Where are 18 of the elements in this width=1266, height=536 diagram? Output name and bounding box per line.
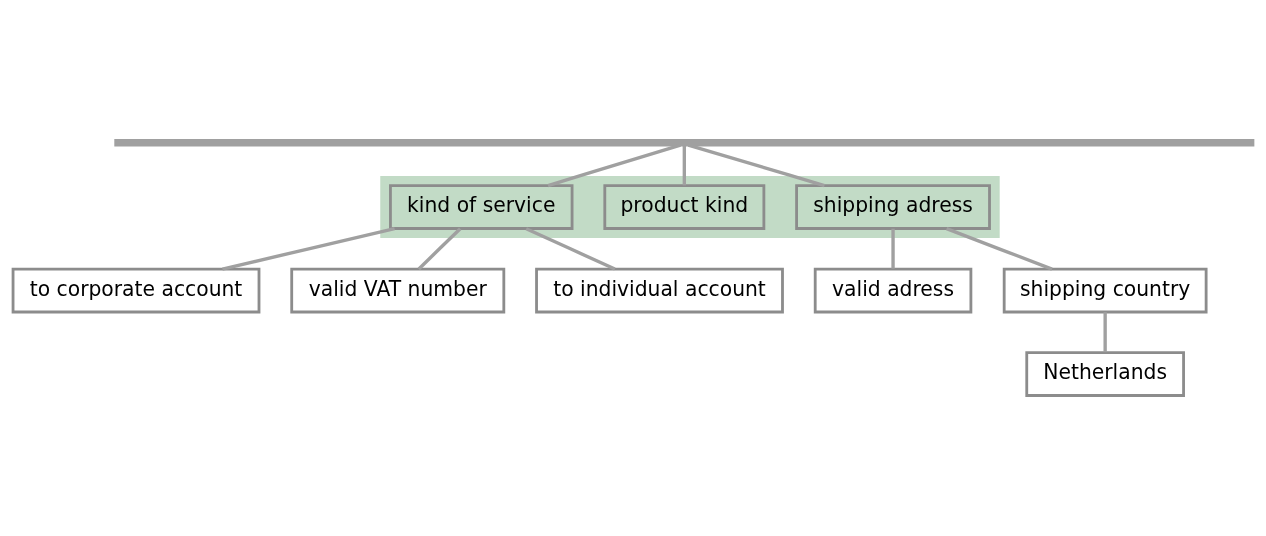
node-box: product kind	[603, 184, 766, 230]
connector	[417, 227, 462, 271]
node-box: to corporate account	[11, 267, 261, 314]
node-box: shipping adress	[795, 184, 991, 230]
cluster	[380, 176, 1000, 239]
node-box: valid VAT number	[290, 267, 506, 314]
node-box: shipping country	[1002, 267, 1208, 314]
node-box: Netherlands	[1025, 351, 1185, 397]
node-box: kind of service	[389, 184, 574, 230]
connector	[891, 228, 895, 269]
connector	[682, 145, 687, 186]
connector	[687, 143, 825, 188]
node-box: valid adress	[813, 267, 973, 314]
connector	[1103, 312, 1107, 353]
connector	[547, 143, 681, 188]
node-bar	[114, 139, 1255, 147]
connector	[222, 226, 395, 271]
node-box: to individual account	[535, 267, 784, 314]
